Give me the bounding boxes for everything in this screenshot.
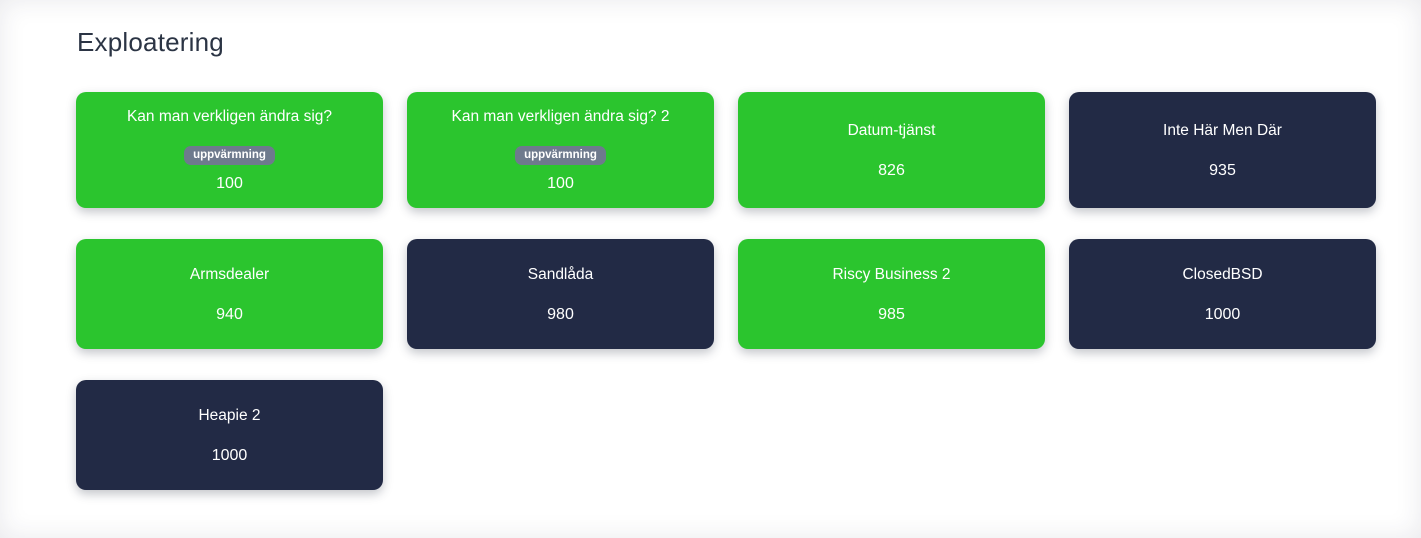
challenge-name: Kan man verkligen ändra sig? 2: [451, 108, 670, 125]
challenge-points: 980: [547, 305, 574, 323]
challenge-card[interactable]: Kan man verkligen ändra sig? uppvärmning…: [76, 92, 383, 208]
challenge-name: ClosedBSD: [1182, 265, 1263, 283]
challenge-name: Sandlåda: [527, 265, 594, 283]
challenge-points: 1000: [211, 446, 248, 464]
challenge-points: 935: [1209, 161, 1236, 179]
challenge-card[interactable]: Kan man verkligen ändra sig? 2 uppvärmni…: [407, 92, 714, 208]
challenge-points: 100: [216, 175, 243, 192]
challenge-card[interactable]: ClosedBSD 1000: [1069, 239, 1376, 349]
challenge-card[interactable]: Riscy Business 2 985: [738, 239, 1045, 349]
challenge-points: 940: [216, 305, 243, 323]
challenge-name: Heapie 2: [198, 406, 261, 424]
challenge-name: Riscy Business 2: [832, 265, 951, 283]
challenge-card[interactable]: Inte Här Men Där 935: [1069, 92, 1376, 208]
challenge-name: Inte Här Men Där: [1163, 121, 1282, 139]
challenge-name: Armsdealer: [189, 265, 270, 283]
challenge-tag-badge: uppvärmning: [515, 146, 606, 165]
challenge-name: Datum-tjänst: [847, 121, 936, 139]
challenge-points: 100: [547, 175, 574, 192]
challenge-points: 826: [878, 161, 905, 179]
challenge-card[interactable]: Datum-tjänst 826: [738, 92, 1045, 208]
challenge-points: 1000: [1204, 305, 1241, 323]
challenge-points: 985: [878, 305, 905, 323]
challenge-grid: Kan man verkligen ändra sig? uppvärmning…: [76, 92, 1376, 490]
category-title: Exploatering: [77, 27, 224, 57]
challenge-tag-badge: uppvärmning: [184, 146, 275, 165]
challenge-name: Kan man verkligen ändra sig?: [126, 108, 333, 125]
challenge-card[interactable]: Sandlåda 980: [407, 239, 714, 349]
challenge-card[interactable]: Armsdealer 940: [76, 239, 383, 349]
challenge-card[interactable]: Heapie 2 1000: [76, 380, 383, 490]
